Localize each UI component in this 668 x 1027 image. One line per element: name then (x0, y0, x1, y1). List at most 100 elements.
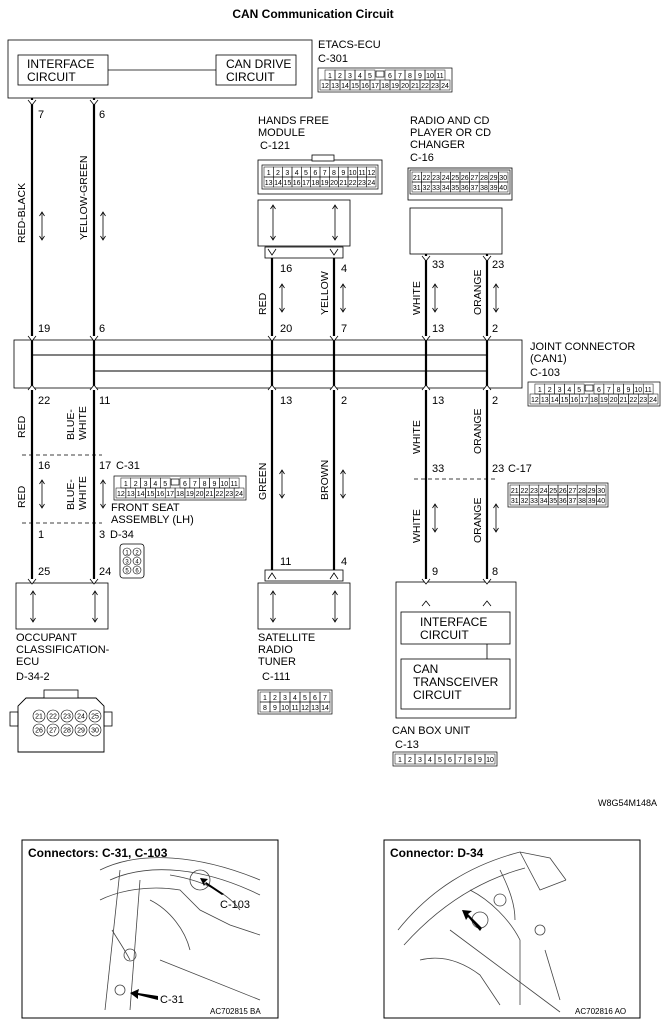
pin-label: 23 (63, 714, 71, 721)
pin-label: 6 (448, 757, 452, 764)
pin-label: 8 (203, 481, 207, 488)
bidirectional-arrow-icon (493, 283, 499, 313)
bidirectional-arrow-icon (100, 211, 106, 241)
svg-text:2: 2 (341, 395, 347, 407)
signal-markers (27, 99, 499, 623)
terminal-arrow-icon (89, 578, 99, 585)
pin-label: 20 (401, 83, 409, 90)
pin-label: 21 (620, 397, 628, 404)
pin-label: 18 (381, 83, 389, 90)
seat-sketch (397, 851, 567, 1013)
pin-label: 30 (91, 728, 99, 735)
svg-text:YELLOW: YELLOW (319, 271, 331, 315)
pin-label: 7 (323, 695, 327, 702)
bidirectional-arrow-icon (432, 503, 438, 533)
terminal-arrow-icon (329, 335, 339, 342)
svg-text:13: 13 (280, 395, 292, 407)
etacs-name: ETACS-ECU (318, 39, 381, 51)
pin-label: 11 (231, 481, 238, 488)
pin-label: 22 (349, 180, 357, 187)
wire-color-labels: RED-BLACK YELLOW-GREEN RED YELLOW WHITE … (16, 156, 484, 543)
pin-label: 19 (600, 397, 608, 404)
pin-label: 13 (311, 705, 319, 712)
pin-label: 20 (330, 180, 338, 187)
svg-text:17: 17 (99, 460, 111, 472)
pin-label: 1 (124, 481, 128, 488)
pin-label: 21 (511, 488, 519, 495)
photo-panel-c31-c103: Connectors: C-31, C-103 C-103 C-31 AC702… (21, 839, 279, 1019)
pin-label: 34 (540, 498, 548, 505)
satellite-radio-tuner: SATELLITE RADIO TUNER C-111 (257, 582, 351, 683)
pin-label: 4 (295, 170, 299, 177)
pin-label: 4 (293, 695, 297, 702)
pin-label: 10 (426, 73, 434, 80)
pin-label: 18 (311, 180, 319, 187)
bidirectional-arrow-icon (340, 469, 346, 499)
pin-label: 23 (225, 491, 233, 498)
pin-label: 22 (215, 491, 223, 498)
pin-label: 11 (291, 705, 298, 712)
svg-text:23: 23 (492, 259, 504, 271)
arrow-icon (130, 989, 158, 1000)
pin-label: 11 (436, 73, 443, 80)
pin-label: 22 (49, 714, 57, 721)
svg-text:2: 2 (492, 395, 498, 407)
photo1-title: Connectors: C-31, C-103 (28, 846, 168, 860)
pin-label: 2 (548, 387, 552, 394)
photo1-label-c31: C-31 (160, 994, 184, 1006)
occupant-name: OCCUPANT CLASSIFICATION- ECU (16, 632, 112, 668)
pin-label: 9 (341, 170, 345, 177)
svg-text:BROWN: BROWN (319, 460, 331, 500)
pin-label: 5 (303, 695, 307, 702)
svg-text:RED-BLACK: RED-BLACK (16, 183, 28, 243)
pin-label: 10 (349, 170, 357, 177)
svg-text:6: 6 (99, 109, 105, 121)
joint-connector-id: C-103 (530, 367, 560, 379)
pin-label: 4 (428, 757, 432, 764)
pin-label: 24 (235, 491, 243, 498)
svg-text:33: 33 (432, 463, 444, 475)
svg-text:24: 24 (99, 566, 111, 578)
pin-label: 30 (597, 488, 605, 495)
pin-label: 1 (125, 551, 129, 557)
terminal-arrow-icon (482, 578, 492, 585)
svg-text:16: 16 (38, 460, 50, 472)
pin-label: 38 (578, 498, 586, 505)
diagram-title: CAN Communication Circuit (232, 7, 393, 21)
pin-label: 14 (341, 83, 349, 90)
pin-label: 28 (578, 488, 586, 495)
pin-label: 37 (569, 498, 577, 505)
pin-label: 10 (486, 757, 494, 764)
c31-connector-id: C-31 (116, 460, 140, 472)
pin-label: 12 (367, 170, 375, 177)
pin-label: 9 (627, 387, 631, 394)
pin-label: 5 (577, 387, 581, 394)
diagram-code: W8G54M148A (598, 798, 657, 808)
svg-text:20: 20 (280, 323, 292, 335)
occupant-connector-id: D-34-2 (16, 671, 50, 683)
pin-label: 17 (302, 180, 310, 187)
svg-text:BLUE-: BLUE- (65, 479, 77, 510)
bidirectional-arrow-icon (270, 590, 276, 623)
hands-free-module: HANDS FREE MODULE C-121 (257, 115, 383, 247)
pin-label: 2 (276, 170, 280, 177)
pin-label: 9 (478, 757, 482, 764)
pin-label: 2 (273, 695, 277, 702)
pin-label: 12 (531, 397, 539, 404)
pin-label: 22 (423, 175, 431, 182)
pin-label: 23 (358, 180, 366, 187)
pin-label: 16 (361, 83, 369, 90)
svg-text:WHITE: WHITE (77, 476, 89, 510)
terminal-arrow-icon (89, 99, 99, 106)
etacs-connector-id: C-301 (318, 53, 348, 65)
pin-label: 27 (471, 175, 479, 182)
pin-label: 7 (458, 757, 462, 764)
pin-label: 24 (540, 488, 548, 495)
pin-label: 3 (285, 170, 289, 177)
pin-label: 6 (313, 695, 317, 702)
pin-label: 1 (267, 170, 271, 177)
arrow-icon (462, 910, 482, 931)
pin-label: 14 (137, 491, 145, 498)
pin-label: 21 (35, 714, 43, 721)
photo-panel-d34: Connector: D-34 AC702816 AO (383, 839, 641, 1019)
